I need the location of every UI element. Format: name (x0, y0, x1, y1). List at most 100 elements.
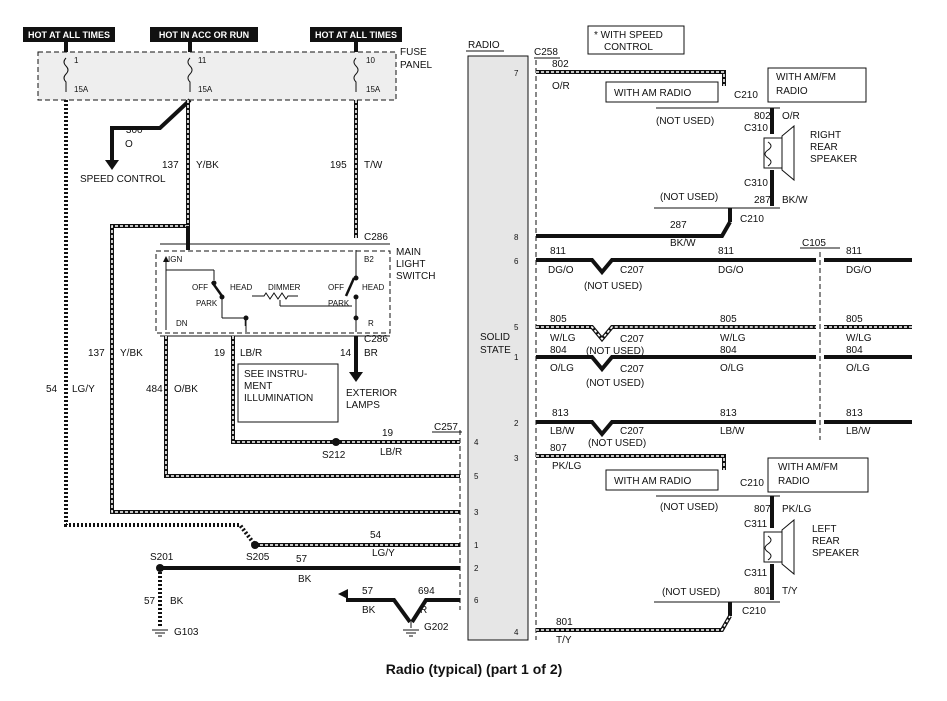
wire-57c-color: BK (362, 605, 376, 616)
wire-484-num: 484 (146, 384, 163, 395)
wire-14-color: BR (364, 348, 378, 359)
wire-813b-num: 813 (720, 408, 737, 419)
right-speaker (763, 137, 783, 169)
wire-811c-num: 811 (846, 246, 862, 257)
speed-note-box (587, 25, 685, 55)
wire-137a-num: 137 (162, 160, 179, 171)
instrument-note-3: ILLUMINATION (244, 393, 313, 404)
fuse-2-num: 11 (198, 56, 207, 65)
instrument-note-box (237, 363, 339, 423)
fuse-panel-label-2: PANEL (400, 60, 432, 71)
wire-807b-color: PK/LG (782, 504, 812, 515)
wire-801b-num: 801 (754, 586, 771, 597)
connector-c310-top: C310 (744, 123, 768, 134)
switch-r: R (368, 319, 374, 328)
wire-807-num: 807 (550, 443, 567, 454)
wire-813c-num: 813 (846, 408, 863, 419)
wire-287-color: BK/W (670, 238, 696, 249)
wire-195-num: 195 (330, 160, 347, 171)
pin-l-2: 2 (474, 564, 479, 573)
connector-c210-1: C210 (734, 90, 758, 101)
wire-287-num: 287 (670, 220, 687, 231)
wire-14-num: 14 (340, 348, 352, 359)
wire-802b-color: O/R (782, 111, 800, 122)
instrument-note-1: SEE INSTRU- (244, 369, 307, 380)
am-radio-box-top (605, 81, 719, 103)
right-speaker-2: REAR (810, 142, 838, 153)
fuse-1 (63, 57, 69, 92)
wire-813a-num: 813 (552, 408, 569, 419)
wire-137a-color: Y/BK (196, 160, 219, 171)
fuse-panel-label-1: FUSE (400, 47, 427, 58)
switch-park-2: PARK (328, 299, 350, 308)
connector-c286-top: C286 (364, 232, 388, 243)
wire-805b-color: W/LG (720, 333, 746, 344)
diagram-title: Radio (typical) (part 1 of 2) (386, 661, 563, 677)
pin-l-3: 3 (474, 508, 479, 517)
not-used-6: (NOT USED) (588, 438, 646, 449)
exterior-label-2: LAMPS (346, 400, 380, 411)
right-speaker-3: SPEAKER (810, 154, 857, 165)
left-speaker-1: LEFT (812, 524, 836, 535)
main-switch-label-3: SWITCH (396, 271, 435, 282)
wire-137b-num: 137 (88, 348, 105, 359)
am-radio-top: WITH AM RADIO (614, 88, 691, 99)
not-used-8: (NOT USED) (662, 587, 720, 598)
left-speaker-2: REAR (812, 536, 840, 547)
radio-label: RADIO (468, 40, 500, 51)
pin-r-5: 5 (514, 323, 519, 332)
wire-805a-color: W/LG (550, 333, 576, 344)
connector-c105: C105 (802, 238, 826, 249)
switch-off-1: OFF (192, 283, 208, 292)
right-speaker-1: RIGHT (810, 130, 841, 141)
not-used-2: (NOT USED) (660, 192, 718, 203)
connector-c207-4: C207 (620, 426, 644, 437)
pin-l-6: 6 (474, 596, 479, 605)
switch-ign: IGN (168, 255, 182, 264)
wire-804c-num: 804 (846, 345, 863, 356)
connector-c210-3: C210 (740, 478, 764, 489)
fuse-2-amp: 15A (198, 85, 213, 94)
fuse-panel (37, 51, 397, 101)
switch-off-2: OFF (328, 283, 344, 292)
wire-811a-color: DG/O (548, 265, 574, 276)
wire-287b-color: BK/W (782, 195, 808, 206)
wire-694-color: R (420, 605, 427, 616)
amfm-radio-box-bottom (767, 457, 869, 493)
connector-c311-bottom: C311 (744, 568, 768, 579)
wire-54-color: LG/Y (72, 384, 95, 395)
switch-head-2: HEAD (362, 283, 384, 292)
speed-control-circuit: *300 (122, 125, 143, 136)
ground-g103: G103 (174, 627, 199, 638)
speed-control-label: SPEED CONTROL (80, 174, 166, 185)
not-used-5: (NOT USED) (586, 378, 644, 389)
fuse-1-num: 1 (74, 56, 79, 65)
fuse-3-amp: 15A (366, 85, 381, 94)
switch-b2: B2 (364, 255, 374, 264)
wire-19a-color: LB/R (240, 348, 262, 359)
wire-805c-color: W/LG (846, 333, 872, 344)
wire-801b-color: T/Y (782, 586, 798, 597)
not-used-3: (NOT USED) (584, 281, 642, 292)
connector-c286-bottom: C286 (364, 334, 388, 345)
not-used-7: (NOT USED) (660, 502, 718, 513)
wire-811c-color: DG/O (846, 265, 872, 276)
amfm-top-2: RADIO (776, 86, 808, 97)
connector-c207-1: C207 (620, 265, 644, 276)
amfm-top-1: WITH AM/FM (776, 72, 836, 83)
fuse-1-amp: 15A (74, 85, 89, 94)
switch-head-1: HEAD (230, 283, 252, 292)
wire-807-color: PK/LG (552, 461, 582, 472)
splice-s205: S205 (246, 552, 270, 563)
connector-c207-3: C207 (620, 364, 644, 375)
power-tag-3 (310, 27, 402, 42)
connector-c311-top: C311 (744, 519, 768, 530)
fuse-3 (353, 57, 359, 92)
power-tag-3-text: HOT AT ALL TIMES (315, 30, 397, 40)
connector-c207-2: C207 (620, 334, 644, 345)
pin-r-8: 8 (514, 233, 519, 242)
pin-r-3: 3 (514, 454, 519, 463)
exterior-label-1: EXTERIOR (346, 388, 397, 399)
